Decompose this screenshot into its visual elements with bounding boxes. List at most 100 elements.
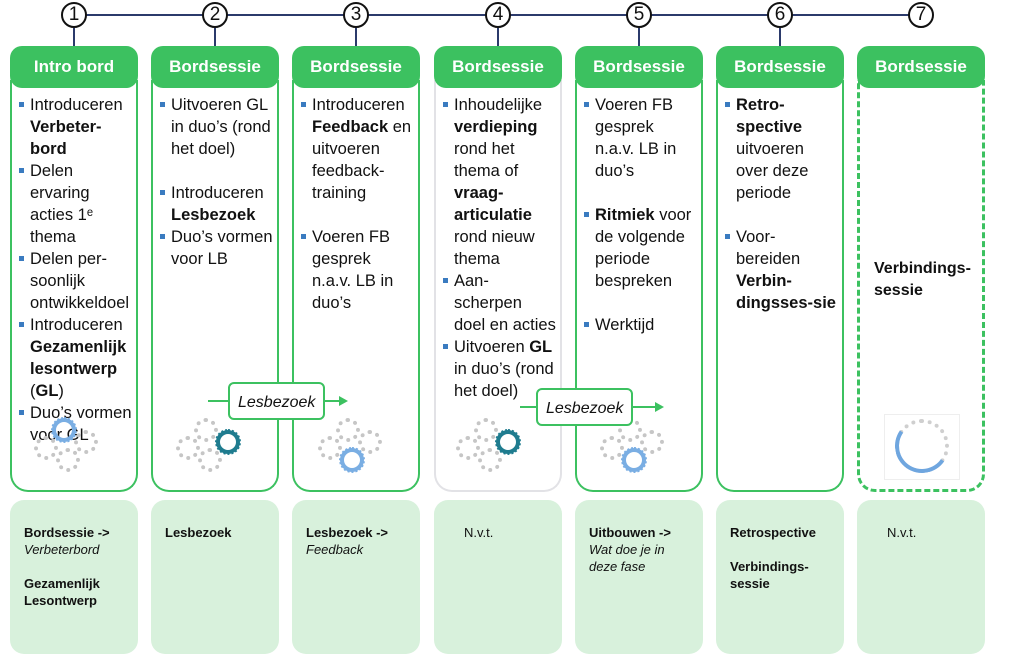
activity-text: Voor-bereiden — [736, 228, 801, 268]
gear-icon — [474, 418, 498, 442]
session-note-4: N.v.t. — [434, 500, 562, 654]
activity-text: Introduceren — [30, 316, 123, 334]
bullet-icon — [584, 102, 589, 107]
gear-icon — [198, 448, 222, 472]
bullet-icon — [443, 278, 448, 283]
activity-text: Uitvoeren — [454, 338, 530, 356]
gears-icon — [456, 418, 536, 478]
bullet-icon — [584, 322, 589, 327]
activity-text: ( — [30, 382, 36, 400]
gear-icon — [336, 418, 360, 442]
gear-icon — [358, 430, 382, 454]
session-header: Bordsessie — [716, 46, 844, 88]
activity-item: Voeren FB gesprek n.a.v. LB in duo’s — [583, 94, 697, 182]
bullet-icon — [160, 234, 165, 239]
gear-icon — [74, 430, 98, 454]
step-connector — [73, 28, 75, 46]
lesbezoek-arrow-2: Lesbezoek — [520, 388, 665, 426]
note-line — [730, 541, 832, 558]
step-number-7: 7 — [908, 2, 934, 28]
session-header: Bordsessie — [434, 46, 562, 88]
bullet-icon — [301, 234, 306, 239]
note-line: Bordsessie -> — [24, 525, 110, 540]
activity-text: Introduceren — [171, 184, 264, 202]
gear-icon — [640, 430, 664, 454]
arrow-line — [633, 406, 656, 408]
bullet-icon — [19, 410, 24, 415]
gear-icon — [34, 436, 58, 460]
bullet-icon — [725, 102, 730, 107]
activity-keyword: Verbeter-bord — [30, 118, 102, 158]
arrow-head-icon — [655, 402, 665, 412]
session-body: Introduceren Feedback en uitvoeren feedb… — [292, 80, 420, 492]
activity-text: Voeren FB gesprek n.a.v. LB in duo’s — [595, 96, 677, 180]
activity-item: Delen per-soonlijk ontwikkeldoel — [18, 248, 132, 314]
activity-list: Uitvoeren GL in duo’s (rond het doel) Int… — [159, 94, 273, 270]
step-connector — [214, 28, 216, 46]
bullet-icon — [19, 168, 24, 173]
note-line: Verbeterbord — [24, 542, 100, 557]
activity-text: Aan-scherpen doel en acties — [454, 272, 556, 334]
step-number-3: 3 — [343, 2, 369, 28]
note-line: Lesontwerp — [24, 593, 97, 608]
note-line: N.v.t. — [887, 525, 917, 540]
activity-item: Aan-scherpen doel en acties — [442, 270, 556, 336]
activity-text: voor de volgende periode bespreken — [595, 206, 692, 290]
session-note-2: Lesbezoek — [151, 500, 279, 654]
gears-icon — [34, 417, 114, 478]
step-connector — [779, 28, 781, 46]
activity-keyword: verdieping — [454, 118, 538, 136]
gear-icon — [478, 448, 502, 472]
gear-icon — [600, 436, 624, 460]
arrow-line — [208, 400, 228, 402]
gears-icon — [176, 418, 256, 478]
activity-item: Retro-spective uitvoeren over deze perio… — [724, 94, 838, 204]
activity-item: Introduceren Verbeter-bord — [18, 94, 132, 160]
note-line: Gezamenlijk — [24, 576, 100, 591]
verbindingssessie-label: Verbindings-sessie — [874, 260, 971, 299]
lesbezoek-label-2: Lesbezoek — [536, 388, 634, 426]
gear-icon — [456, 436, 480, 460]
bullet-icon — [443, 344, 448, 349]
note-line — [24, 558, 126, 575]
activity-text: en uitvoeren feedback-training — [312, 118, 412, 202]
session-header: Intro bord — [10, 46, 138, 88]
step-number-6: 6 — [767, 2, 793, 28]
activity-text: Uitvoeren GL in duo’s (rond het doel) — [171, 96, 271, 158]
activity-text: Duo’s vormen voor LB — [171, 228, 273, 268]
activity-item: Delen ervaring acties 1ᵉ thema — [18, 160, 132, 248]
activity-list: Retro-spective uitvoeren over deze perio… — [724, 94, 838, 314]
activity-item: Ritmiek voor de volgende periode besprek… — [583, 204, 697, 292]
bullet-icon — [443, 102, 448, 107]
note-line: Wat doe je in deze fase — [589, 542, 665, 574]
progress-ring-icon — [884, 414, 960, 480]
activity-keyword: Feedback — [312, 118, 389, 136]
bullet-icon — [301, 102, 306, 107]
activity-item: Duo’s vormen voor LB — [159, 226, 273, 270]
activity-keyword: GL — [529, 338, 553, 356]
activity-item: Werktijd — [583, 314, 697, 336]
activity-item: Inhoudelijke verdieping rond het thema o… — [442, 94, 556, 270]
note-line: Lesbezoek -> — [306, 525, 389, 540]
step-number-4: 4 — [485, 2, 511, 28]
session-header: Bordsessie — [151, 46, 279, 88]
bullet-icon — [584, 212, 589, 217]
step-number-5: 5 — [626, 2, 652, 28]
gear-icon — [176, 436, 200, 460]
bullet-icon — [725, 234, 730, 239]
activity-text: ) — [58, 382, 64, 400]
bullet-icon — [19, 322, 24, 327]
activity-text: Delen ervaring acties 1ᵉ thema — [30, 162, 93, 246]
session-note-5: Uitbouwen ->Wat doe je in deze fase — [575, 500, 703, 654]
activity-keyword: Verbin-dingsses-sie — [736, 272, 836, 312]
gears-icon — [600, 418, 680, 478]
activity-item: Introduceren Lesbezoek — [159, 182, 273, 226]
note-line: Lesbezoek — [165, 525, 232, 540]
bullet-icon — [19, 102, 24, 107]
activity-text: Delen per-soonlijk ontwikkeldoel — [30, 250, 130, 312]
bullet-icon — [160, 102, 165, 107]
